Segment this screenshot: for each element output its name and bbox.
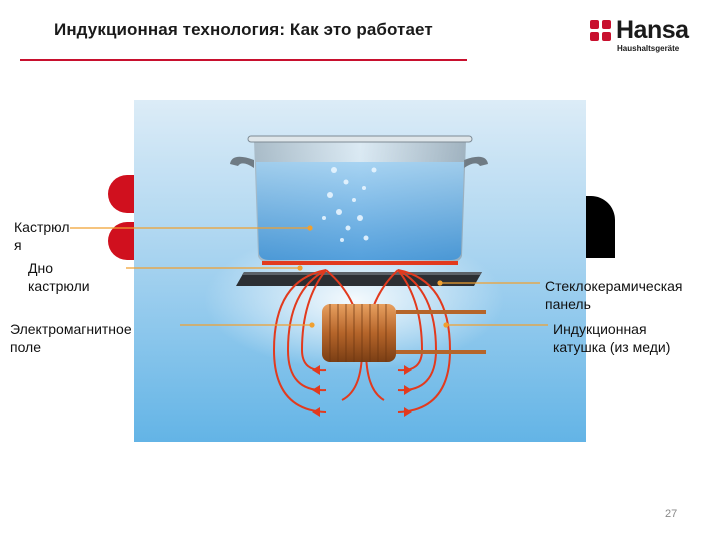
label-coil: Индукционная катушка (из меди) (553, 321, 671, 355)
pot-handle-right (464, 156, 488, 168)
bubbles (322, 167, 377, 242)
label-glass-panel: Стеклокерамическая панель (545, 278, 683, 312)
label-pot: Кастрюля (14, 219, 70, 253)
logo-name: Hansa (616, 16, 689, 44)
label-pot-bottom: Дно кастрюли (28, 260, 90, 294)
pot-handle-left (230, 156, 254, 168)
copper-coil (322, 304, 486, 362)
pot-bottom (262, 261, 458, 265)
page-title: Индукционная технология: Как это работае… (54, 20, 433, 39)
decor-black-shape (585, 196, 615, 258)
label-field: Электромагнитное поле (10, 321, 132, 355)
water (256, 162, 464, 260)
pot (247, 135, 473, 262)
decor-red-shape-top (108, 175, 138, 213)
page-number: 27 (665, 508, 678, 520)
logo-subtitle: Haushaltsgeräte (617, 44, 680, 53)
field-lines (272, 269, 452, 413)
induction-diagram (134, 100, 586, 442)
logo-grid-icon (590, 20, 612, 42)
hansa-logo: Hansa Haushaltsgeräte (590, 16, 702, 56)
title-underline (20, 59, 467, 61)
field-arrows (312, 365, 412, 417)
